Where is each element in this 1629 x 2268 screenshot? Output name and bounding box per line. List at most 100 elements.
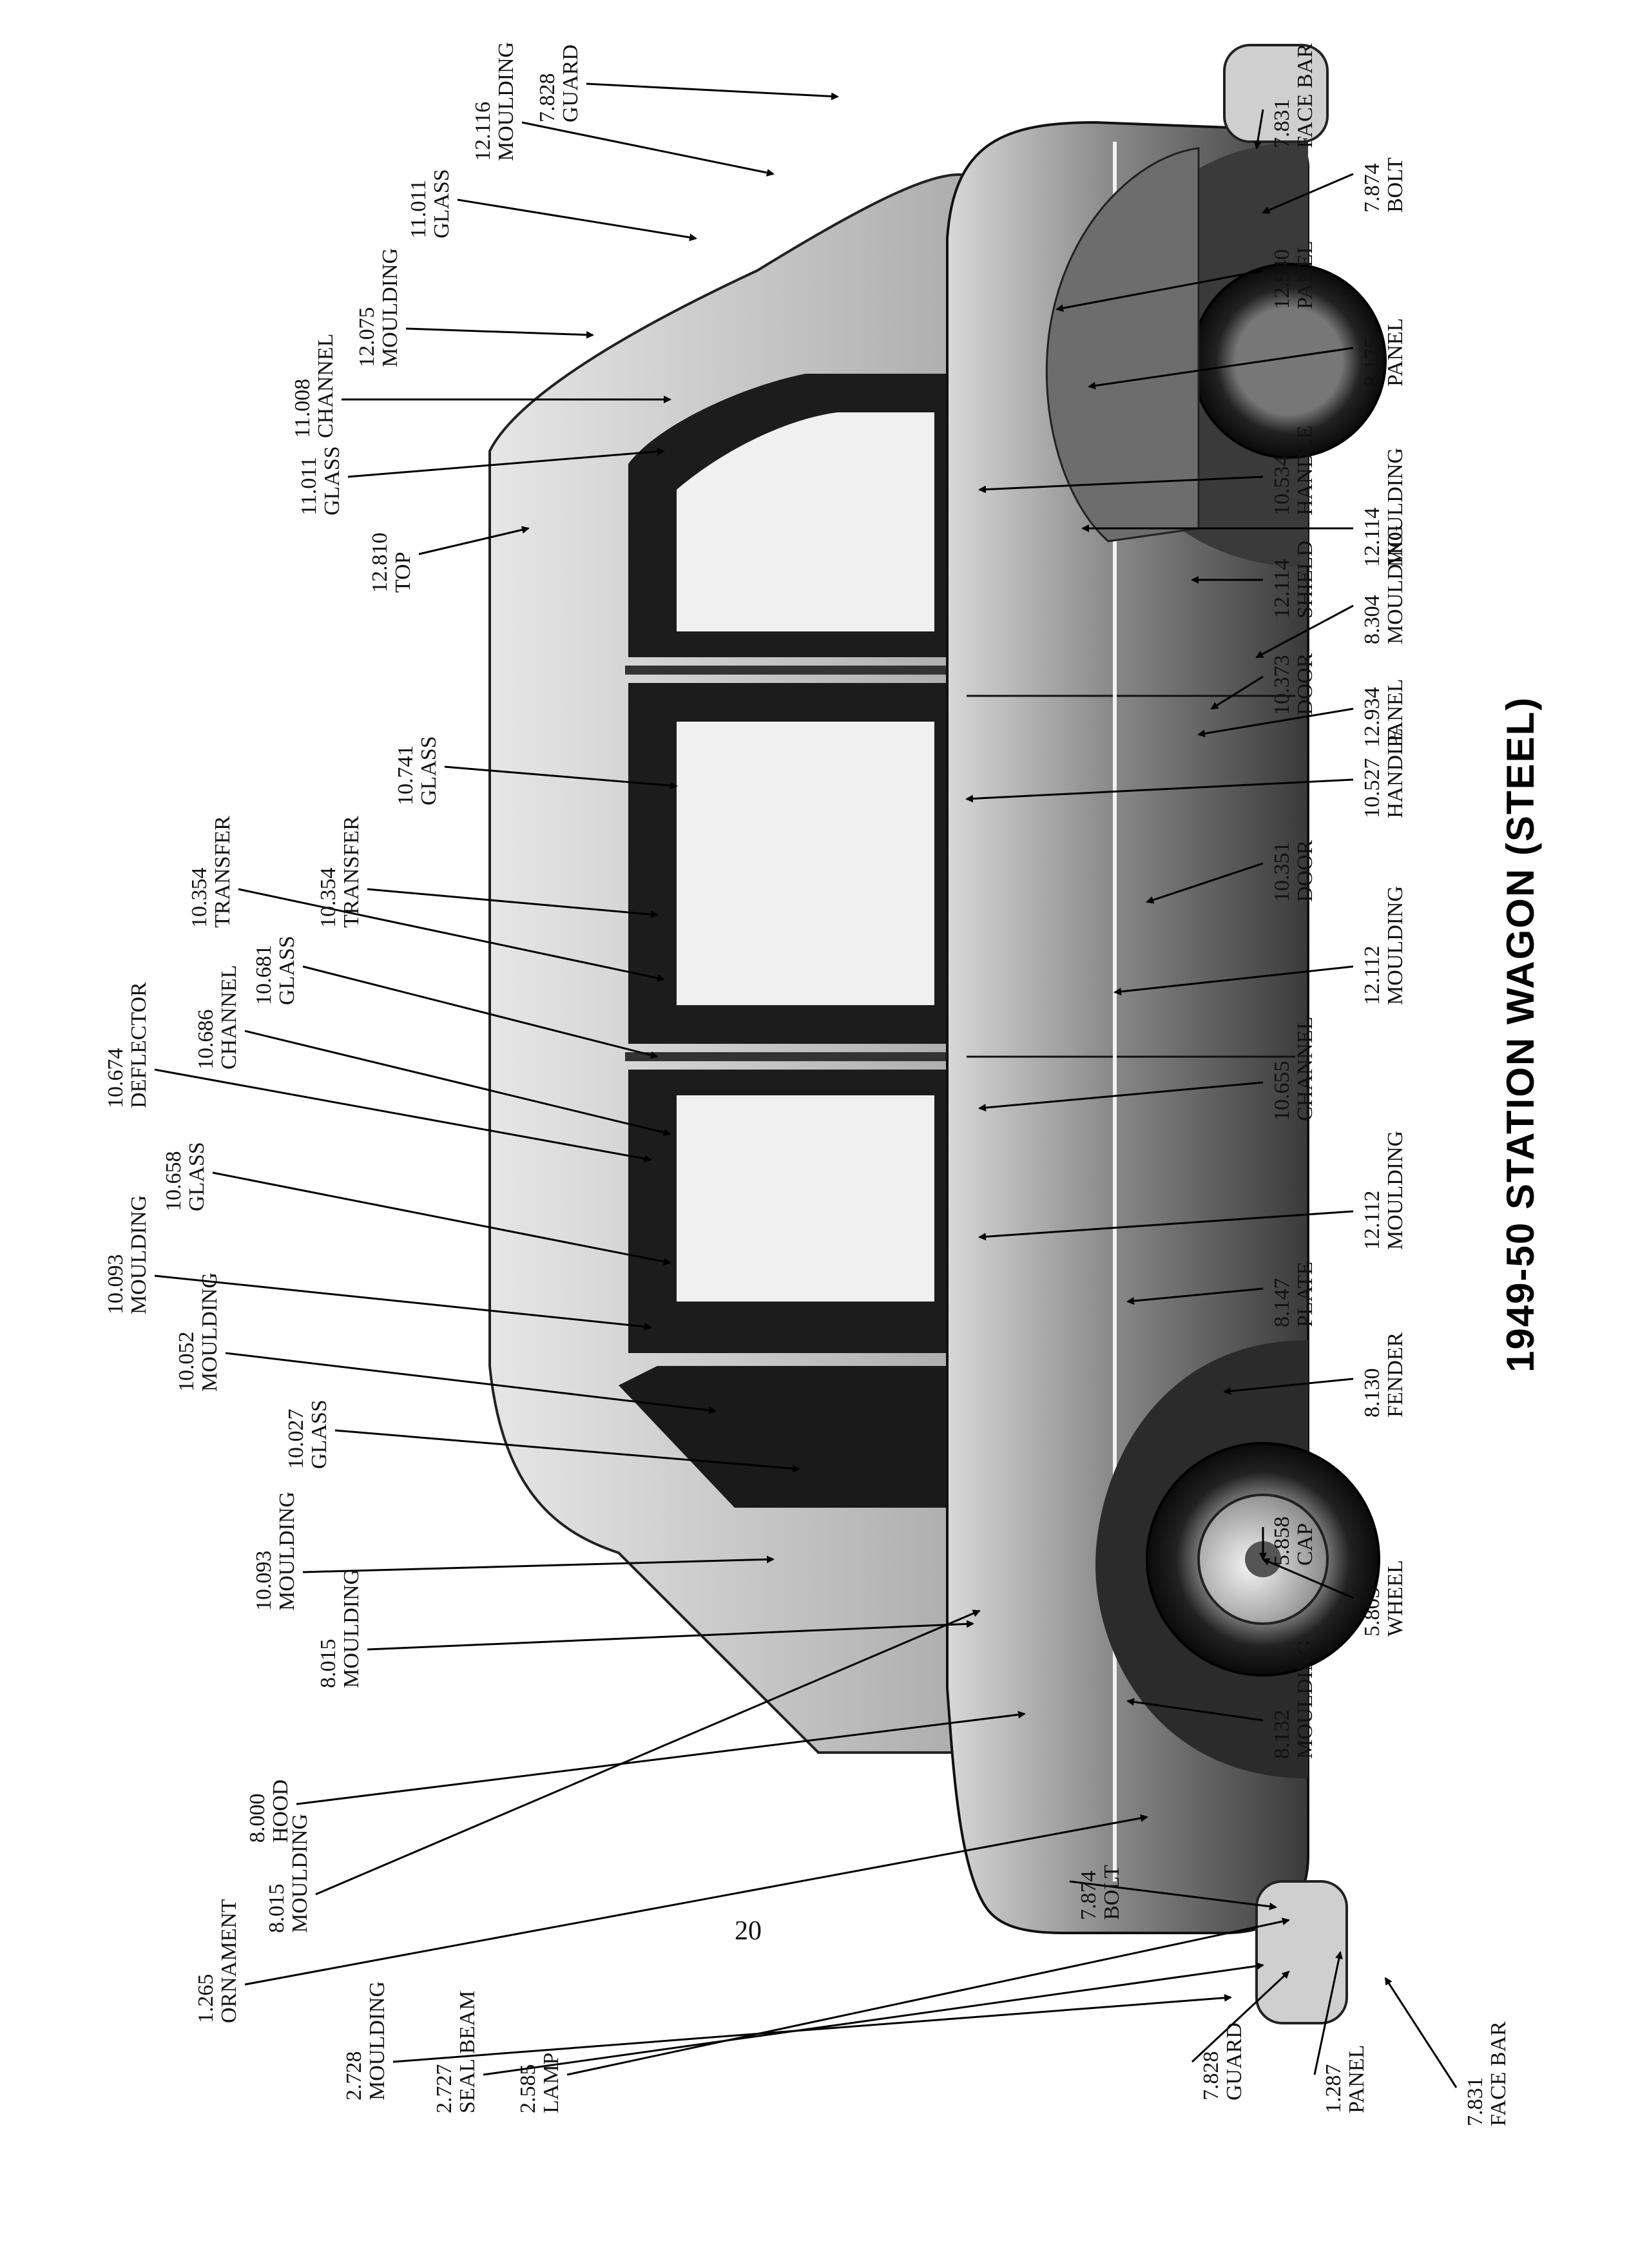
leader-line xyxy=(978,1210,1354,1241)
window-band xyxy=(619,374,960,1508)
callout-label: 10.686CHANNEL xyxy=(194,965,241,1070)
callout-label: 10.351DOOR xyxy=(1270,840,1317,902)
leader-lines xyxy=(154,82,1458,2088)
windshield-glass xyxy=(619,1366,954,1508)
leader-line xyxy=(1262,173,1354,214)
leader-line xyxy=(1384,1977,1458,2088)
page-title: 1949-50 STATION WAGON (STEEL) xyxy=(1499,697,1542,1372)
callout-label: 7.874BOLT xyxy=(1077,1865,1124,1920)
callout-label: 1.287PANEL xyxy=(1322,2045,1369,2113)
leader-line xyxy=(296,1711,1026,1805)
leader-line xyxy=(521,121,775,177)
leader-line xyxy=(302,1555,775,1573)
leader-line xyxy=(1126,1698,1264,1722)
leader-line xyxy=(1197,707,1354,738)
callout-label: 11.011GLASS xyxy=(407,169,454,238)
leader-line xyxy=(1210,675,1264,710)
front-glass-highlight xyxy=(677,1095,934,1302)
leader-line xyxy=(302,965,659,1059)
leader-line xyxy=(1191,1970,1290,2063)
leader-line xyxy=(244,1814,1148,1986)
leader-line xyxy=(1223,1378,1354,1395)
callout-label: 5.858CAP xyxy=(1270,1517,1317,1566)
leader-line xyxy=(1088,347,1354,390)
leader-line xyxy=(978,476,1264,494)
leader-line xyxy=(244,1030,671,1137)
leader-line xyxy=(483,1962,1264,2076)
leader-line xyxy=(457,198,697,242)
leader-line xyxy=(212,1171,671,1265)
callout-label: 12.934PANEL xyxy=(1360,679,1407,747)
callout-label: 10.093MOULDING xyxy=(104,1195,151,1314)
callout-label: 7.828GUARD xyxy=(1199,2023,1246,2100)
callout-label: 2.585LAMP xyxy=(516,2053,563,2113)
leader-line xyxy=(1069,1880,1277,1910)
leader-line xyxy=(334,1429,800,1473)
callout-label: 10.527HANDLE xyxy=(1360,728,1407,818)
leader-line xyxy=(225,1352,717,1414)
leader-line xyxy=(1055,269,1264,312)
callout-labels: 1.265ORNAMENT 8.015MOULDING 2.728MOULDIN… xyxy=(104,42,1510,2126)
rear-glass-highlight xyxy=(677,722,934,1005)
callout-label: 8.304MOULDING xyxy=(1360,525,1407,644)
callout-label: 12.114MOULDING xyxy=(1360,448,1407,567)
leader-line xyxy=(978,1081,1264,1112)
leader-line xyxy=(154,1274,652,1331)
callout-label: 11.008CHANNEL xyxy=(291,334,338,438)
callout-label: 8.000HOOD xyxy=(246,1780,293,1843)
callout-label: 8.175PANEL xyxy=(1360,318,1407,387)
callout-label: 10.741GLASS xyxy=(394,736,441,805)
leader-line xyxy=(315,1610,981,1896)
callout-label: 8.132MOULDING xyxy=(1270,1640,1317,1759)
leader-line xyxy=(1126,1287,1264,1305)
leader-line xyxy=(1255,604,1354,658)
callout-label: 12.114SHIELD xyxy=(1270,541,1317,619)
rear-fender-panel xyxy=(1045,147,1200,543)
leader-line xyxy=(347,447,665,478)
callout-label: 7.831FACE BAR xyxy=(1270,43,1317,148)
callout-label: 10.354TRANSFER xyxy=(188,816,235,928)
leader-line xyxy=(418,526,530,555)
leader-line xyxy=(1146,862,1264,904)
callout-label: 10.093MOULDING xyxy=(252,1492,299,1611)
callout-label: 12.940PANEL xyxy=(1270,241,1317,309)
leader-line xyxy=(965,778,1354,803)
callout-label: 2.728MOULDING xyxy=(342,1981,389,2100)
leader-line xyxy=(1113,965,1354,995)
callout-label: 10.655CHANNEL xyxy=(1270,1017,1317,1121)
callout-label: 12.810TOP xyxy=(368,533,415,593)
callout-label: 10.658GLASS xyxy=(162,1142,209,1211)
callout-label: 7.828GUARD xyxy=(535,44,583,122)
front-bumper xyxy=(1255,1880,1348,2024)
leader-line xyxy=(154,1068,652,1163)
leader-line xyxy=(1313,1951,1343,2075)
callout-label: 10.373DOOR xyxy=(1270,653,1317,715)
quarter-glass-highlight xyxy=(677,412,934,631)
leader-line xyxy=(1262,1558,1354,1599)
callout-label: 10.681GLASS xyxy=(252,936,299,1005)
callout-label: 7.874BOLT xyxy=(1360,157,1407,213)
rear-bumper xyxy=(1223,44,1329,143)
leader-line xyxy=(586,82,839,101)
callout-label: 12.075MOULDING xyxy=(355,248,402,367)
callout-label: 11.011GLASS xyxy=(297,446,344,515)
callout-label: 10.052MOULDING xyxy=(175,1273,222,1392)
leader-line xyxy=(405,327,594,339)
leader-line xyxy=(392,1994,1232,2063)
callout-label: 2.727SEAL BEAM xyxy=(432,1991,479,2113)
leader-line xyxy=(367,1620,974,1651)
leader-line xyxy=(444,765,678,790)
callout-label: 7.831FACE BAR xyxy=(1463,2021,1510,2126)
callout-label: 10.027GLASS xyxy=(284,1399,331,1469)
callout-label: 8.015MOULDING xyxy=(265,1814,312,1933)
callout-label: 10.674DEFLECTOR xyxy=(104,982,151,1108)
callout-label: 1.265ORNAMENT xyxy=(194,1899,241,2023)
callout-label: 8.015MOULDING xyxy=(316,1569,363,1688)
callout-label: 12.112MOULDING xyxy=(1360,886,1407,1005)
car-illustration xyxy=(488,44,1387,2024)
leader-line xyxy=(1253,109,1264,149)
leader-line xyxy=(238,888,665,982)
